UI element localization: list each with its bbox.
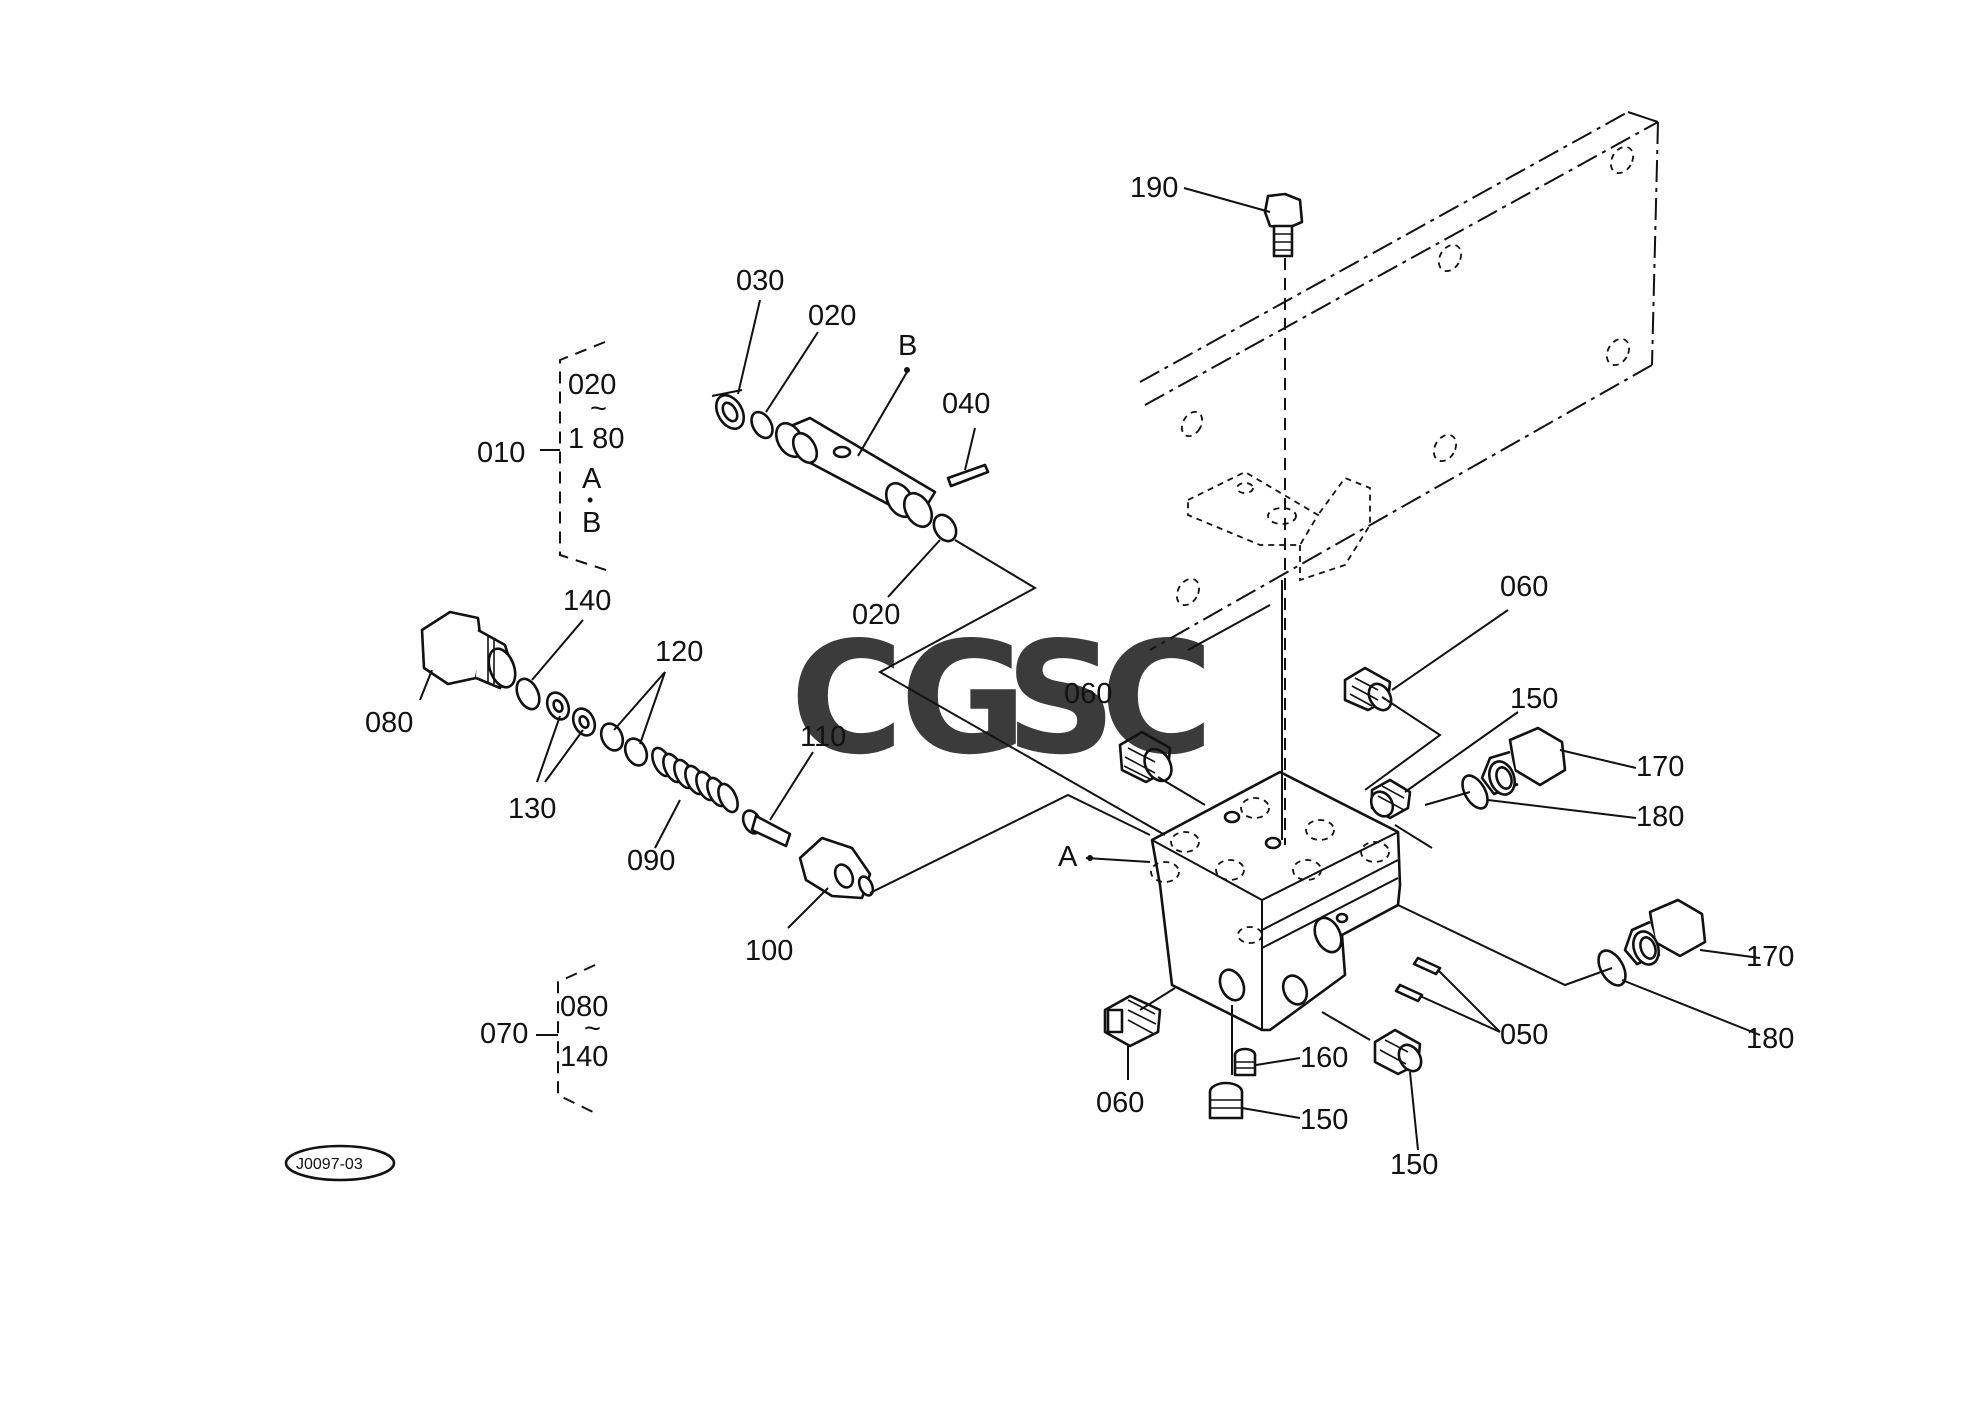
- spool-assembly: [711, 389, 990, 543]
- set-010-a: A: [582, 463, 602, 495]
- plug-150-top: [1369, 778, 1412, 820]
- label-060-right: 060: [1500, 571, 1548, 603]
- label-060-bottom: 060: [1096, 1087, 1144, 1119]
- spring-090: [651, 746, 739, 814]
- callout-leaders: [419, 187, 1761, 1151]
- right-fittings: [1118, 666, 1707, 1076]
- bolt-190: [1263, 192, 1304, 258]
- set-010-from: 020: [568, 369, 616, 401]
- drawing-code: J0097-03: [296, 1156, 363, 1173]
- set-010-group: 010 020 ~ 1 80 A • B: [477, 341, 624, 573]
- set-070-group: 070 080 ~ 140: [480, 964, 608, 1113]
- oring-180-top: [1461, 774, 1489, 810]
- label-060-mid: 060: [1064, 678, 1112, 710]
- oring-020-top: [750, 410, 774, 440]
- label-150-top: 150: [1510, 683, 1558, 715]
- set-070-tilde: ~: [584, 1013, 601, 1045]
- plug-060-bottom: [1103, 994, 1162, 1048]
- adapter-170-top: [1480, 726, 1567, 796]
- oring-020-bottom: [932, 513, 958, 543]
- set-010-id: 010: [477, 437, 525, 469]
- watermark-letter-2: G: [900, 608, 1027, 789]
- poppet-110: [741, 809, 792, 848]
- set-010-b: B: [582, 507, 601, 539]
- callout-labels: 190 030 020 B 040 020 140 120 080 130 09…: [365, 172, 1794, 1181]
- label-080: 080: [365, 707, 413, 739]
- label-180-bottom: 180: [1746, 1023, 1794, 1055]
- plug-150-bottom: [1208, 1081, 1244, 1120]
- label-a: A: [1058, 841, 1078, 873]
- mounting-plate: [1139, 111, 1659, 651]
- circlip-030: [711, 389, 746, 431]
- label-150-bottom: 150: [1390, 1149, 1438, 1181]
- label-020-top: 020: [808, 300, 856, 332]
- label-020-bottom: 020: [852, 599, 900, 631]
- pin-050-b: [1394, 983, 1424, 1003]
- watermark-letter-4: C: [1100, 608, 1214, 789]
- label-030: 030: [736, 265, 784, 297]
- label-040: 040: [942, 388, 990, 420]
- seat-100: [798, 836, 875, 900]
- plug-080: [420, 610, 517, 690]
- plug-160: [1233, 1047, 1257, 1077]
- valve-body: [1150, 770, 1402, 1032]
- assembly-lines: [869, 258, 1613, 1075]
- watermark-letter-3: S: [1005, 608, 1117, 789]
- pin-050-a: [1412, 956, 1442, 976]
- pin-040: [946, 463, 990, 488]
- label-190: 190: [1130, 172, 1178, 204]
- label-160: 160: [1300, 1042, 1348, 1074]
- label-100: 100: [745, 935, 793, 967]
- bottom-fittings: [1103, 192, 1304, 1120]
- oring-140: [515, 677, 541, 711]
- relief-valve-assembly: [420, 610, 875, 900]
- oring-120-a: [599, 722, 625, 752]
- label-150-mid: 150: [1300, 1104, 1348, 1136]
- plug-150-bottom-right: [1373, 1028, 1423, 1076]
- oring-120-b: [623, 737, 649, 767]
- label-130: 130: [508, 793, 556, 825]
- label-180-top: 180: [1636, 801, 1684, 833]
- set-010-to: 1 80: [568, 423, 624, 455]
- label-120: 120: [655, 636, 703, 668]
- label-050: 050: [1500, 1019, 1548, 1051]
- set-010-tilde: ~: [590, 393, 607, 425]
- plug-060-mid: [1118, 730, 1173, 784]
- label-b: B: [898, 330, 917, 362]
- spool-shaft: [774, 416, 937, 529]
- label-090: 090: [627, 845, 675, 877]
- label-170-bottom: 170: [1746, 941, 1794, 973]
- drawing-code-badge: J0097-03: [284, 1144, 396, 1182]
- set-070-from: 080: [560, 991, 608, 1023]
- plug-060-right: [1343, 666, 1393, 712]
- set-010-dot: •: [587, 490, 593, 510]
- watermark-letter-1: C: [790, 608, 904, 789]
- label-140: 140: [563, 585, 611, 617]
- adapter-170-bottom: [1623, 898, 1707, 966]
- set-070-to: 140: [560, 1041, 608, 1073]
- label-110: 110: [800, 721, 846, 753]
- set-070-id: 070: [480, 1018, 528, 1050]
- watermark: C G S C: [790, 608, 1214, 789]
- label-170-top: 170: [1636, 751, 1684, 783]
